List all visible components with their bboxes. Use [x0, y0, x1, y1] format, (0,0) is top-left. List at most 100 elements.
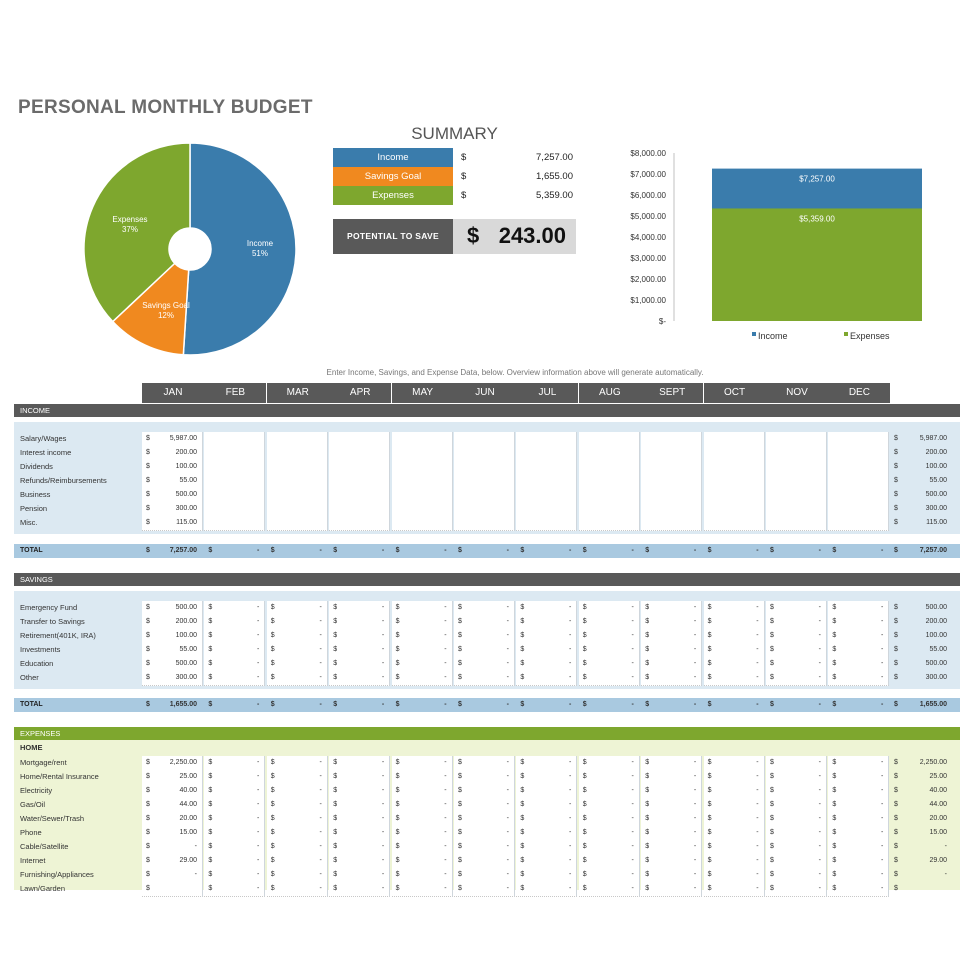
cell-jan[interactable]: $29.00 — [142, 854, 203, 869]
cell-month[interactable]: $- — [454, 657, 515, 672]
cell-month[interactable] — [204, 474, 266, 489]
cell-month[interactable]: $- — [391, 601, 453, 616]
cell-month[interactable]: $- — [578, 798, 640, 813]
cell-month[interactable]: $- — [454, 854, 515, 869]
cell-month[interactable] — [578, 488, 640, 503]
cell-month[interactable]: $- — [828, 671, 890, 686]
cell-month[interactable]: $- — [578, 643, 640, 658]
cell-month[interactable] — [828, 488, 890, 503]
cell-month[interactable] — [454, 502, 515, 517]
cell-month[interactable]: $- — [454, 840, 515, 855]
cell-month[interactable]: $- — [329, 643, 391, 658]
cell-month[interactable]: $- — [578, 756, 640, 771]
cell-month[interactable] — [516, 474, 578, 489]
cell-month[interactable]: $- — [454, 868, 515, 883]
cell-month[interactable] — [204, 432, 266, 447]
cell-month[interactable] — [641, 502, 703, 517]
cell-month[interactable]: $- — [266, 826, 328, 841]
cell-month[interactable]: $- — [641, 643, 703, 658]
cell-month[interactable]: $- — [329, 868, 391, 883]
cell-month[interactable] — [641, 460, 703, 475]
cell-jan[interactable]: $100.00 — [142, 629, 203, 644]
cell-jan[interactable]: $44.00 — [142, 798, 203, 813]
cell-month[interactable]: $- — [454, 615, 515, 630]
cell-month[interactable] — [329, 460, 391, 475]
cell-month[interactable] — [391, 474, 453, 489]
cell-month[interactable]: $- — [391, 629, 453, 644]
cell-month[interactable]: $- — [266, 882, 328, 897]
cell-month[interactable]: $- — [766, 615, 827, 630]
cell-month[interactable]: $- — [641, 756, 703, 771]
cell-month[interactable]: $- — [204, 657, 266, 672]
cell-month[interactable]: $- — [329, 798, 391, 813]
cell-month[interactable]: $- — [329, 770, 391, 785]
cell-month[interactable]: $- — [766, 671, 827, 686]
cell-month[interactable] — [703, 516, 765, 531]
cell-month[interactable]: $- — [454, 784, 515, 799]
cell-month[interactable]: $- — [391, 840, 453, 855]
cell-jan[interactable]: $500.00 — [142, 488, 203, 503]
cell-month[interactable]: $- — [641, 868, 703, 883]
cell-month[interactable]: $- — [204, 826, 266, 841]
cell-month[interactable]: $- — [516, 770, 578, 785]
cell-month[interactable] — [703, 502, 765, 517]
cell-month[interactable]: $- — [391, 868, 453, 883]
cell-month[interactable]: $- — [329, 671, 391, 686]
cell-month[interactable] — [266, 516, 328, 531]
cell-month[interactable]: $- — [204, 615, 266, 630]
cell-month[interactable] — [266, 502, 328, 517]
cell-jan[interactable]: $15.00 — [142, 826, 203, 841]
cell-month[interactable]: $- — [454, 770, 515, 785]
cell-month[interactable] — [766, 474, 827, 489]
cell-month[interactable]: $- — [703, 868, 765, 883]
cell-month[interactable]: $- — [516, 601, 578, 616]
cell-month[interactable]: $- — [454, 798, 515, 813]
cell-month[interactable]: $- — [329, 629, 391, 644]
cell-month[interactable]: $- — [266, 840, 328, 855]
cell-month[interactable]: $- — [204, 643, 266, 658]
cell-jan[interactable]: $100.00 — [142, 460, 203, 475]
cell-month[interactable]: $- — [828, 798, 890, 813]
cell-month[interactable]: $- — [766, 629, 827, 644]
cell-month[interactable]: $- — [454, 882, 515, 897]
cell-month[interactable] — [641, 446, 703, 461]
cell-month[interactable]: $- — [578, 770, 640, 785]
cell-month[interactable]: $- — [828, 812, 890, 827]
cell-month[interactable]: $- — [703, 840, 765, 855]
cell-month[interactable]: $- — [266, 657, 328, 672]
cell-month[interactable]: $- — [391, 756, 453, 771]
cell-month[interactable]: $- — [578, 854, 640, 869]
cell-month[interactable]: $- — [766, 770, 827, 785]
cell-month[interactable]: $- — [516, 882, 578, 897]
cell-month[interactable]: $- — [641, 840, 703, 855]
cell-month[interactable]: $- — [391, 826, 453, 841]
cell-month[interactable]: $- — [766, 784, 827, 799]
cell-month[interactable]: $- — [641, 615, 703, 630]
cell-month[interactable]: $- — [454, 812, 515, 827]
cell-month[interactable]: $- — [578, 826, 640, 841]
cell-jan[interactable]: $500.00 — [142, 601, 203, 616]
cell-month[interactable] — [204, 446, 266, 461]
cell-month[interactable]: $- — [204, 798, 266, 813]
cell-month[interactable] — [329, 474, 391, 489]
cell-month[interactable]: $- — [204, 784, 266, 799]
cell-jan[interactable]: $300.00 — [142, 502, 203, 517]
cell-month[interactable]: $- — [703, 615, 765, 630]
cell-jan[interactable]: $500.00 — [142, 657, 203, 672]
cell-month[interactable]: $- — [391, 671, 453, 686]
cell-month[interactable]: $- — [828, 854, 890, 869]
cell-jan[interactable]: $200.00 — [142, 615, 203, 630]
cell-month[interactable]: $- — [266, 629, 328, 644]
cell-month[interactable]: $- — [828, 784, 890, 799]
cell-month[interactable]: $- — [578, 840, 640, 855]
cell-month[interactable] — [641, 516, 703, 531]
cell-month[interactable] — [454, 516, 515, 531]
cell-month[interactable]: $- — [766, 643, 827, 658]
cell-month[interactable]: $- — [329, 826, 391, 841]
cell-month[interactable]: $- — [641, 770, 703, 785]
cell-month[interactable]: $- — [329, 882, 391, 897]
cell-month[interactable]: $- — [204, 854, 266, 869]
cell-jan[interactable]: $5,987.00 — [142, 432, 203, 447]
cell-month[interactable]: $- — [578, 615, 640, 630]
cell-month[interactable] — [828, 516, 890, 531]
